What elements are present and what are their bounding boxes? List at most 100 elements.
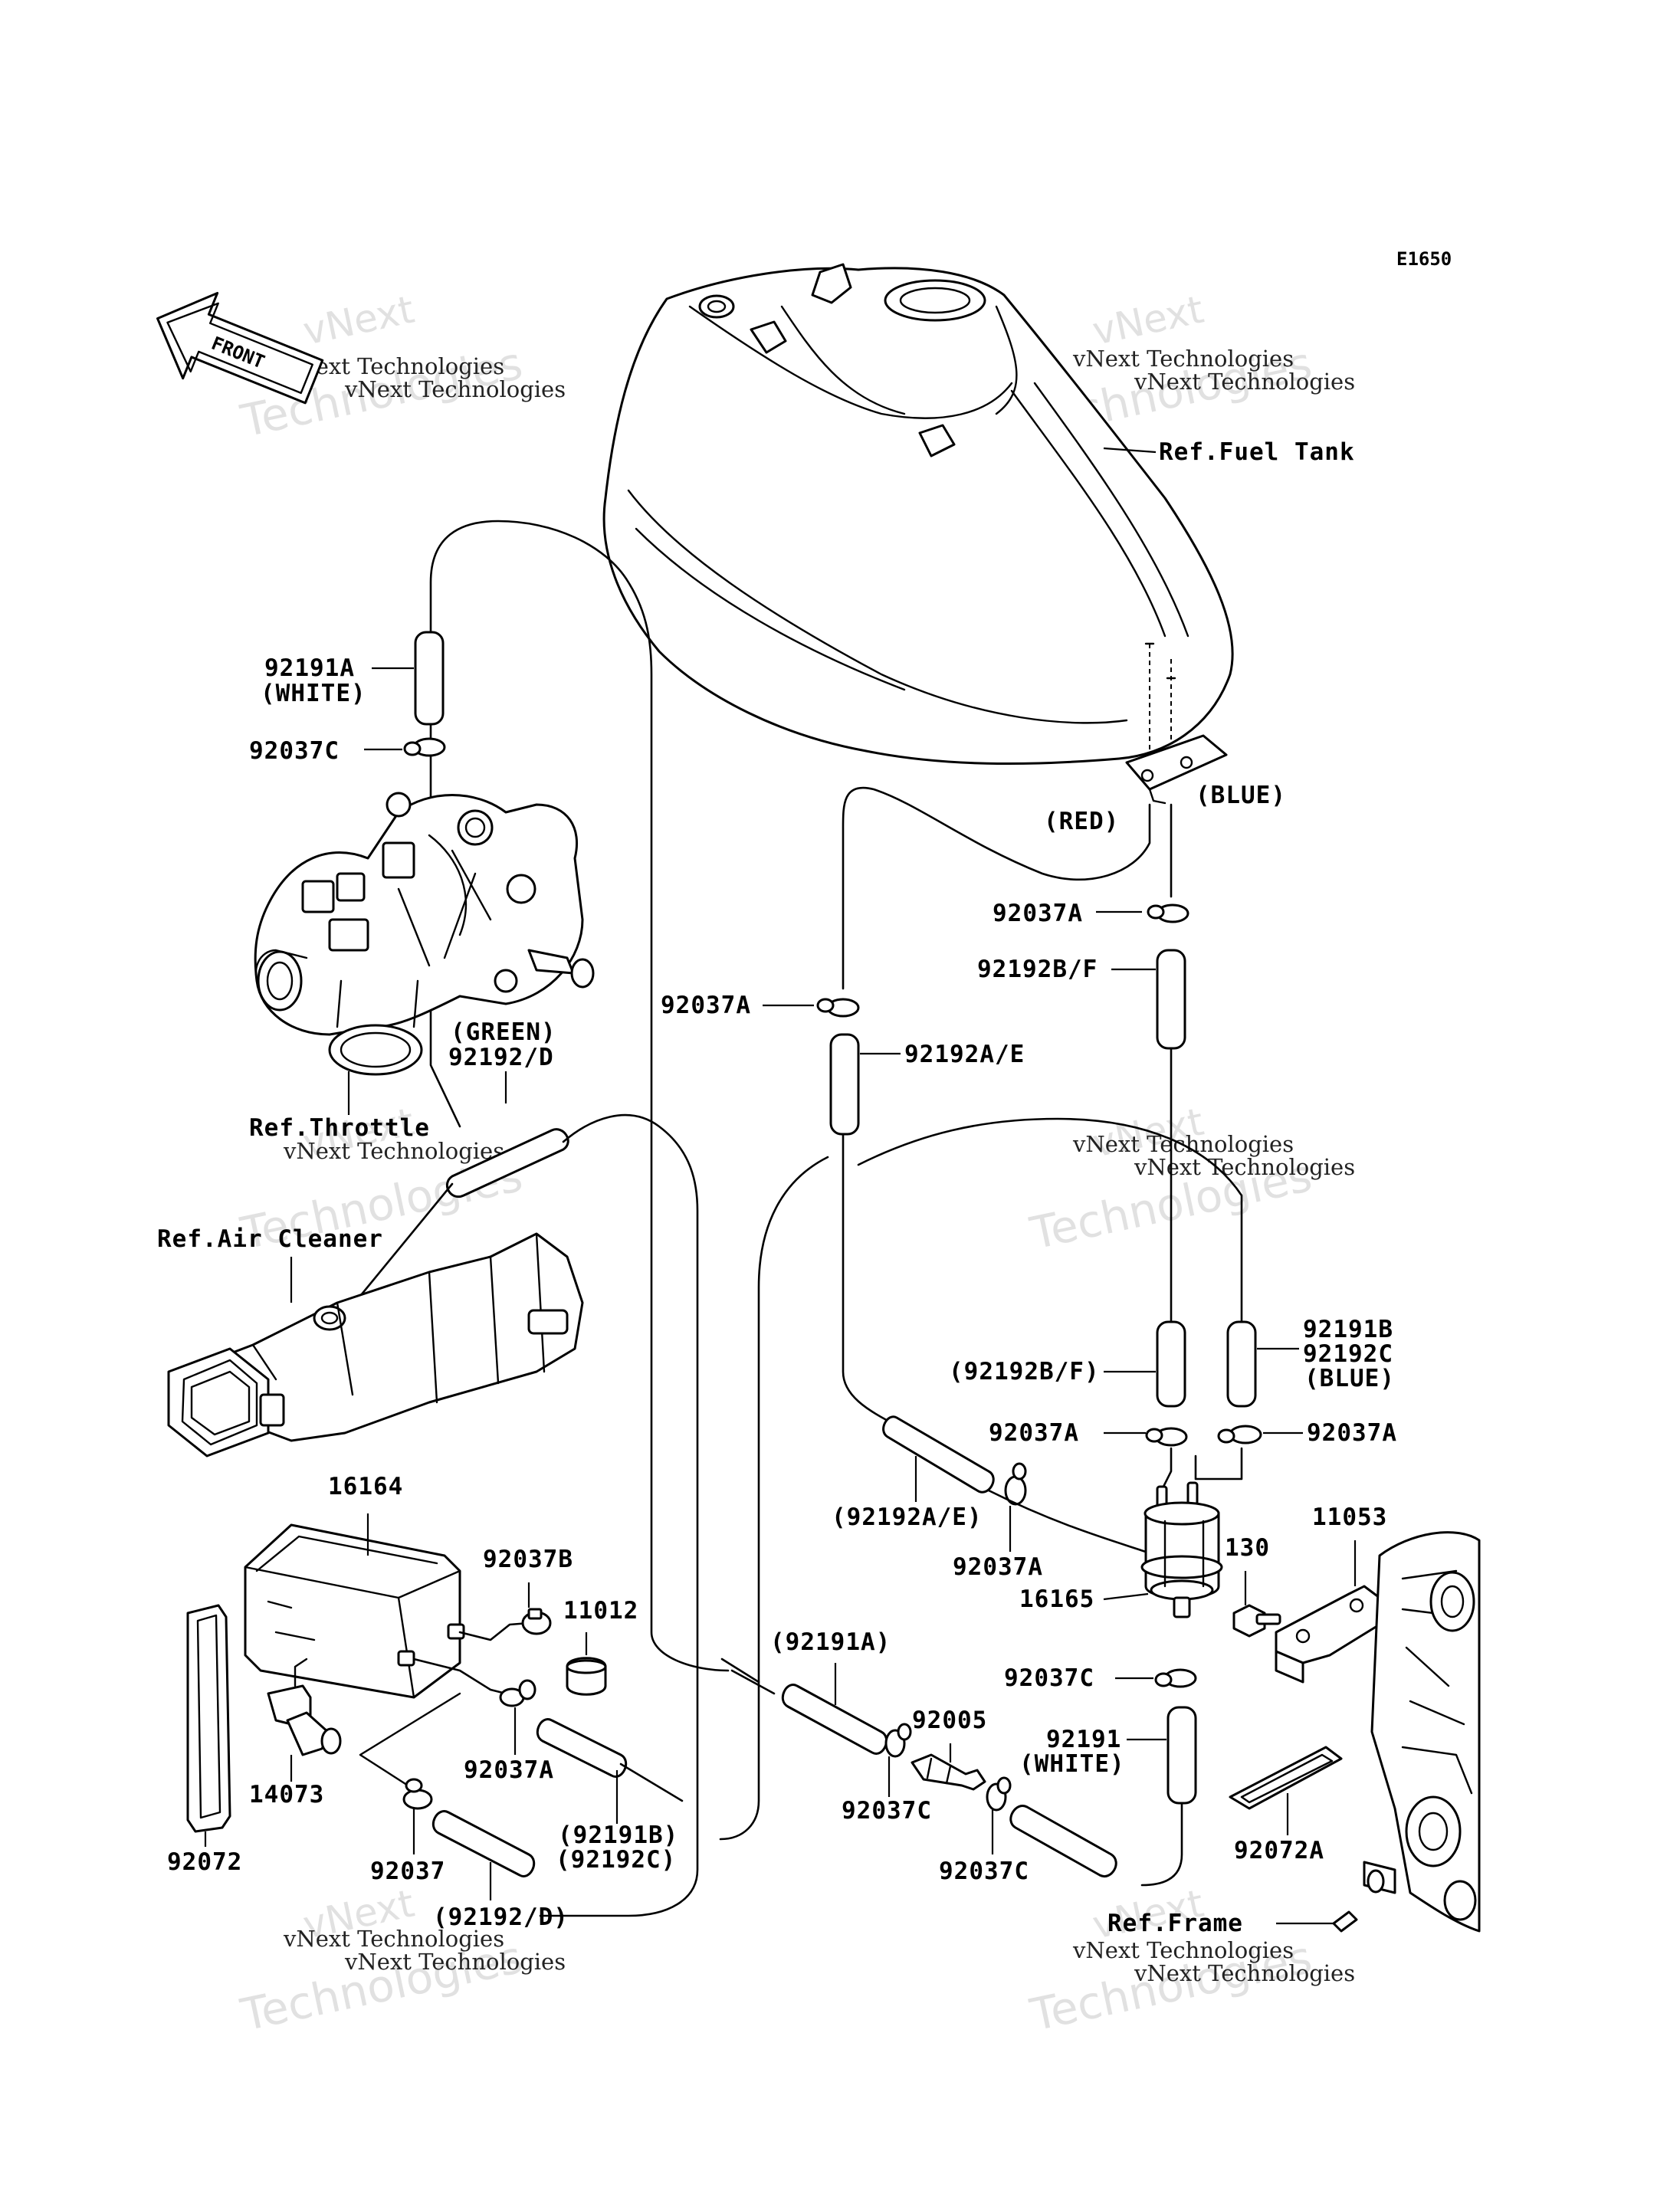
label-white-2: (WHITE) [1019,1750,1125,1778]
air-cleaner [167,1232,584,1458]
label-92037a-2: 92037A [661,992,751,1019]
clamp-92037a-mid [1004,1462,1027,1506]
label-92192ae: 92192A/E [904,1041,1025,1068]
label-92037a-5: 92037A [953,1553,1043,1581]
hose-92191b-92192c [1226,1320,1257,1408]
blue-label-top: (BLUE) [1196,782,1286,809]
frame-fragment [1363,1531,1481,1933]
label-92037c-mid: 92037C [1004,1664,1094,1692]
clamp-92037c-filter [1154,1668,1197,1688]
label-16164: 16164 [328,1473,403,1500]
label-92192ae-paren: (92192A/E) [832,1503,983,1531]
label-92191a-paren: (92191A) [770,1628,891,1656]
watermark-bottom-right: vNext Technologies vNext Technologies vN… [1025,1881,1355,2041]
label-92192c-paren: (92192C) [556,1846,676,1874]
bolt-130 [1232,1604,1281,1638]
watermark-small-text: vNext Technologies [283,1926,504,1952]
front-arrow-icon: FRONT [156,291,324,405]
label-white-1: (WHITE) [261,680,366,707]
fuel-tank [602,263,1234,805]
hose-92192d-green [446,1128,569,1199]
clamp-92037c-top [403,737,446,757]
watermark-mid-right: vNext Technologies vNext Technologies vN… [1025,1100,1355,1260]
label-92037a-4: 92037A [1307,1419,1397,1447]
label-blue-2: (BLUE) [1304,1365,1395,1392]
fuel-cap [884,279,986,322]
label-11053: 11053 [1312,1503,1387,1531]
watermark-top-right: vNext Technologies vNext Technologies vN… [1025,287,1355,448]
canister-16164 [244,1523,465,1699]
label-92191b: 92191B [1303,1316,1393,1343]
clamp-92037a-filter-left [1145,1427,1188,1447]
ref-air-cleaner-label: Ref.Air Cleaner [157,1225,383,1253]
clamp-92037a-canister [499,1679,536,1707]
watermark-small-text: vNext Technologies [283,1138,504,1164]
clamp-92037a-filter-right [1217,1425,1262,1444]
label-92037c-l: 92037C [842,1797,932,1825]
label-92072a: 92072A [1234,1837,1324,1864]
label-92191a: 92191A [264,654,355,682]
label-130: 130 [1225,1534,1270,1562]
joint-92005 [911,1753,986,1791]
label-92072: 92072 [167,1848,242,1876]
label-92037a-6: 92037A [464,1756,554,1784]
watermark-text: vNext [299,287,418,354]
label-92037b: 92037B [483,1546,573,1573]
diagram-code: E1650 [1396,248,1452,270]
watermark-small-text: vNext Technologies [1072,346,1294,372]
hose-92191b-92192c-lower [536,1718,627,1778]
cap-11012 [566,1657,607,1696]
ref-frame-label: Ref.Frame [1107,1910,1243,1937]
leader-line [1103,447,1157,454]
hose-red [842,786,1151,990]
clamp-92037b [521,1608,552,1635]
fuel-filter [1140,1447,1243,1618]
hose-92192ae [829,1033,860,1136]
hose-lower-white [1009,1805,1117,1878]
label-16165: 16165 [1019,1585,1094,1613]
throttle-body [254,792,595,1076]
watermark-small-text: vNext Technologies [1134,369,1355,395]
watermark-small-text: vNext Technologies [344,1949,566,1975]
label-92192d: 92192/D [448,1044,554,1071]
hose-92191 [1166,1706,1197,1805]
hose-92191a [414,631,445,726]
clamp-92037c-right [986,1776,1012,1812]
label-92037a-3: 92037A [989,1419,1079,1447]
label-green: (GREEN) [451,1018,556,1046]
label-92037: 92037 [370,1858,445,1885]
label-92037a: 92037A [993,900,1083,927]
watermark-small-text: vNext Technologies [1134,1960,1355,1986]
label-92037c-r: 92037C [939,1858,1029,1885]
label-92192bf-paren: (92192B/F) [949,1358,1100,1385]
hose-92192d-lower [432,1810,535,1877]
ref-throttle-label: Ref.Throttle [249,1114,430,1142]
clamp-92037c-left [884,1723,912,1758]
clamp-92037a-top [1147,903,1189,923]
label-92191: 92191 [1046,1726,1121,1753]
clamp-92037 [402,1778,433,1810]
watermark-text: vNext [1088,287,1207,354]
bracket-11053 [1275,1585,1381,1684]
label-92192c: 92192C [1303,1340,1393,1368]
hose-92192ae-lower [882,1415,995,1494]
fitting-14073 [267,1658,342,1756]
label-14073: 14073 [249,1781,324,1808]
label-92037c-top: 92037C [249,737,340,765]
strap-92072 [186,1604,231,1833]
watermark-small-text: vNext Technologies [1072,1937,1294,1963]
clamp-92037a-left [816,998,860,1018]
label-92005: 92005 [912,1707,987,1734]
label-92191b-paren: (92191B) [558,1822,678,1849]
label-92192d-paren: (92192/D) [433,1904,569,1931]
watermark-small-text: vNext Technologies [1134,1154,1355,1180]
watermark-small-text: vNext Technologies [344,376,566,402]
ref-fuel-tank-label: Ref.Fuel Tank [1159,438,1355,466]
hose-92191a-lower [782,1684,888,1755]
label-11012: 11012 [563,1597,638,1625]
red-label: (RED) [1044,808,1119,835]
hose-92192bf [1156,949,1186,1050]
strap-92072a [1229,1746,1343,1810]
label-92192bf: 92192B/F [977,956,1098,983]
